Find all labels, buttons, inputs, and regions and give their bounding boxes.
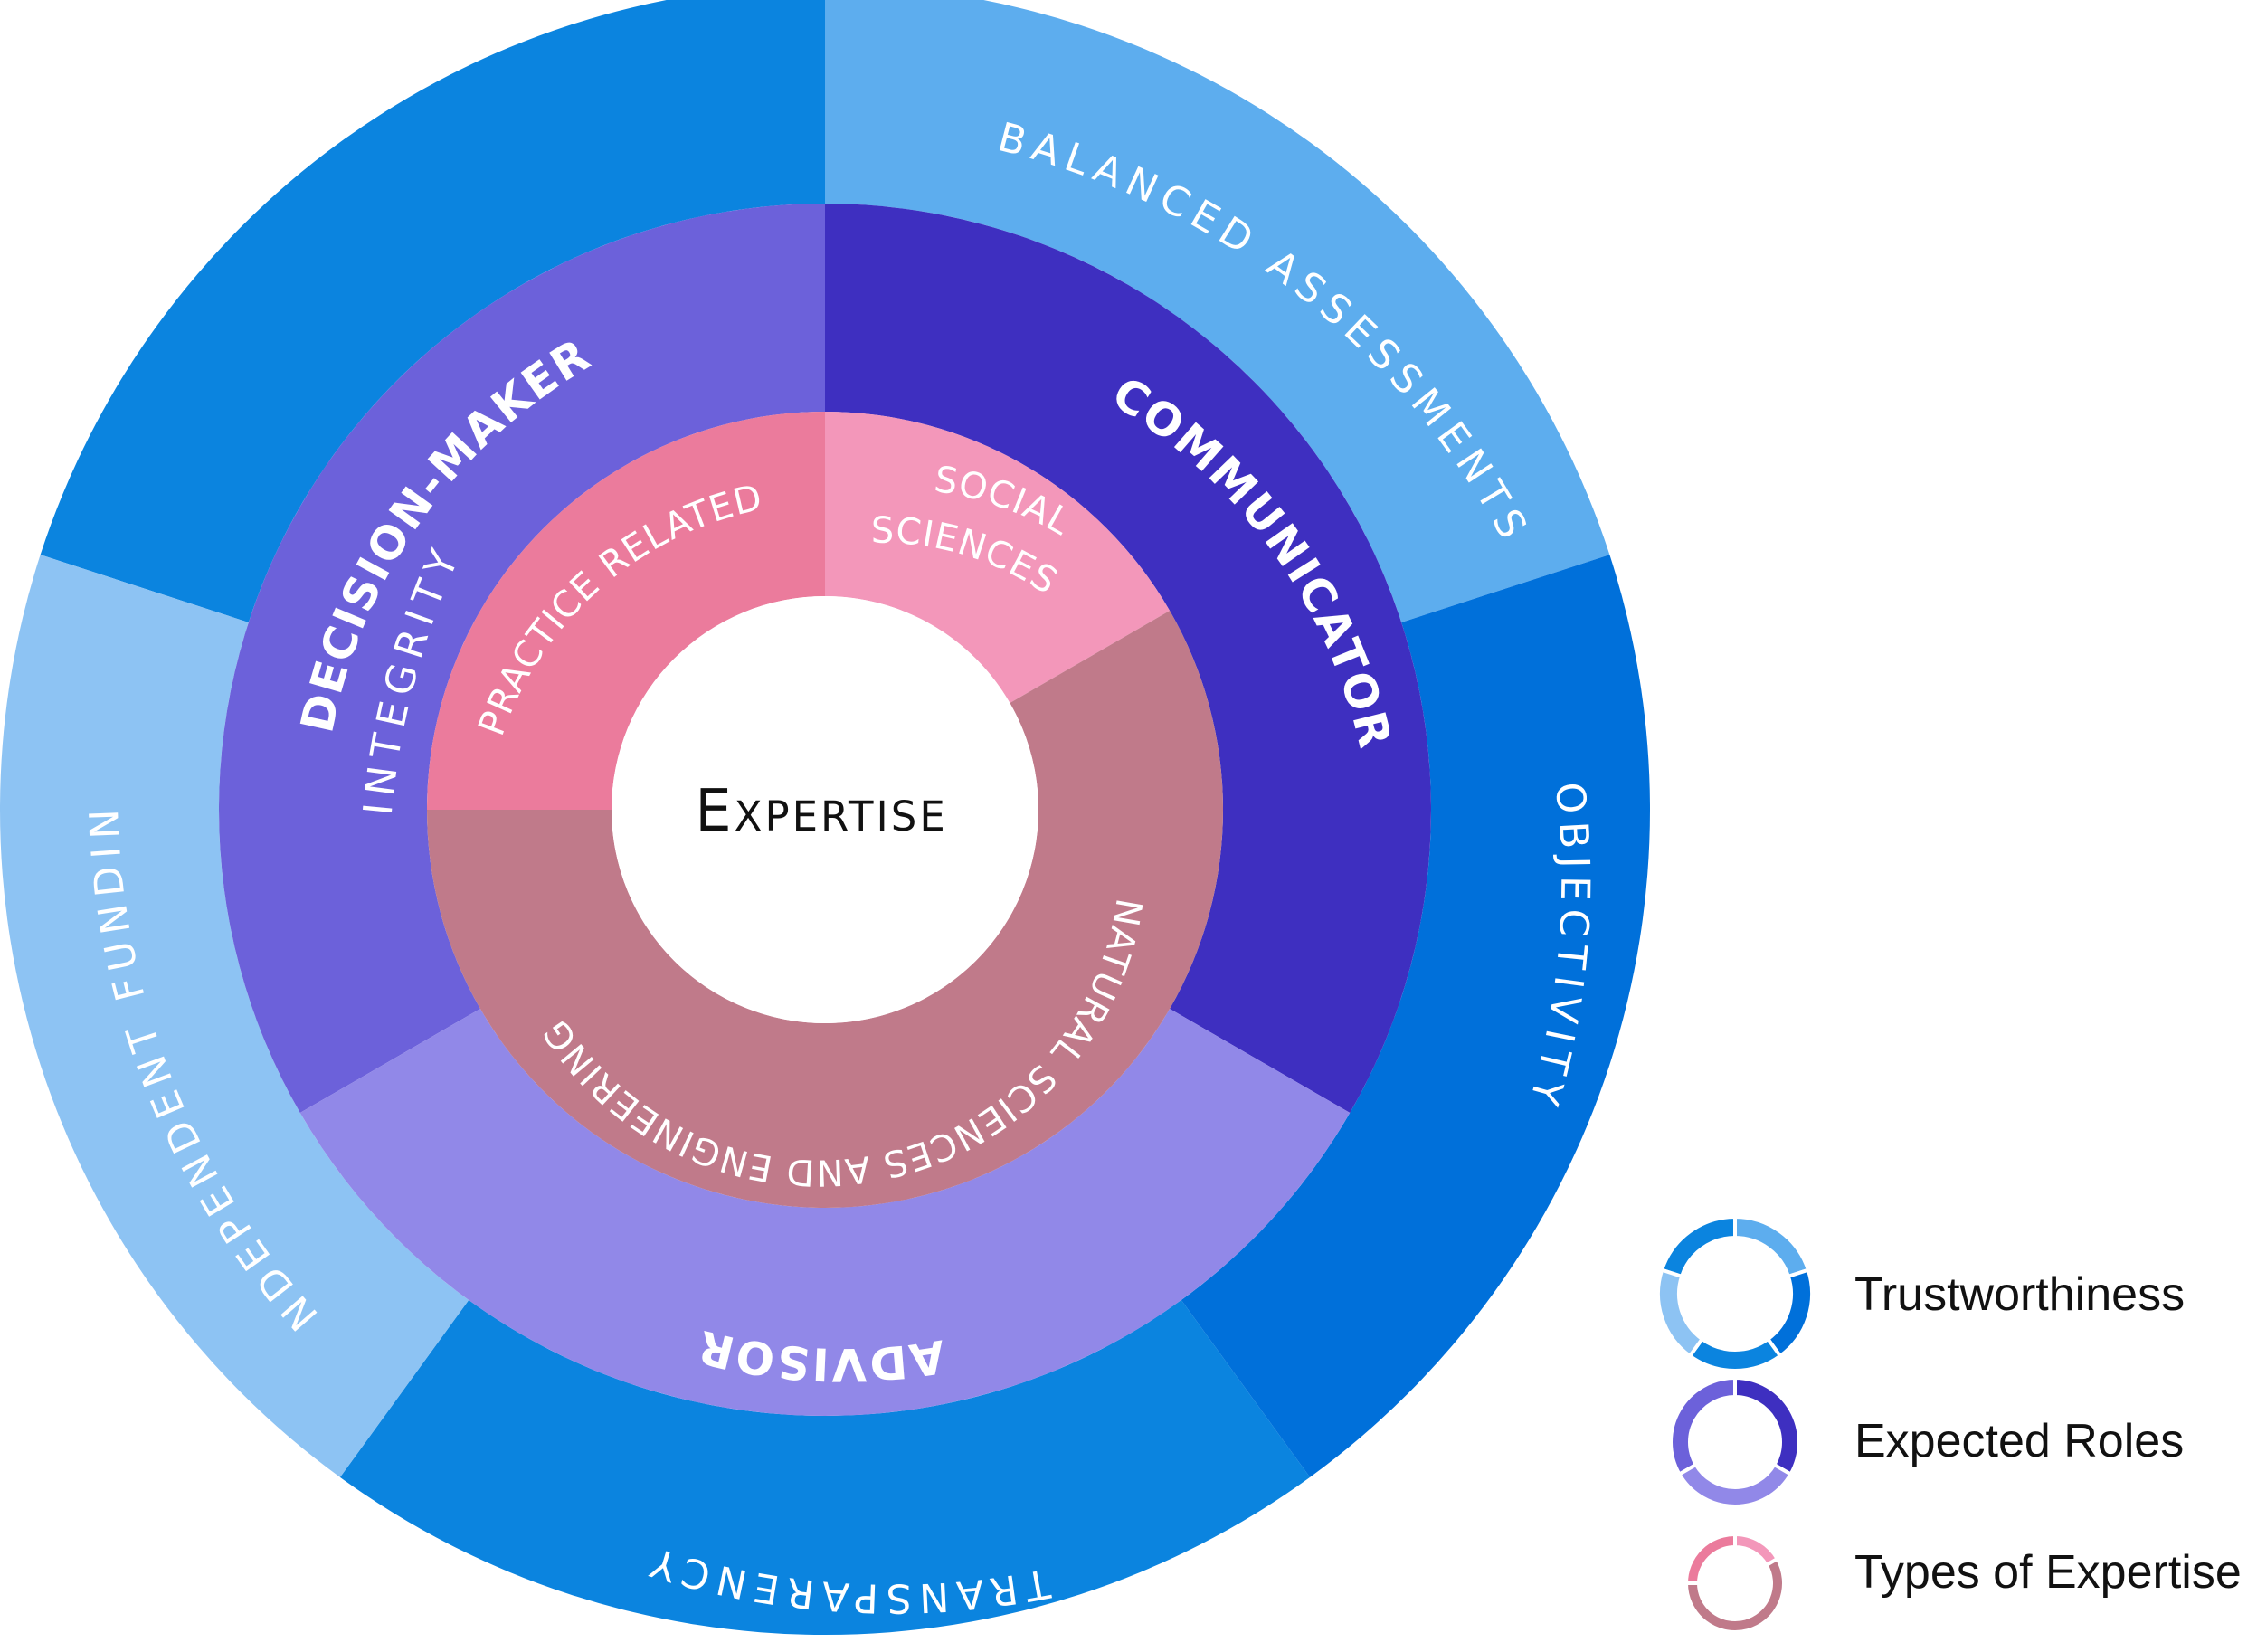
trustworthiness-ring-icon <box>1656 1214 1814 1373</box>
segment-practice-related <box>427 412 825 810</box>
center-circle <box>612 596 1038 1023</box>
segment-decision-maker <box>218 204 825 1113</box>
segment-advisor <box>299 1009 1351 1416</box>
legend-label-expected-roles: Expected Roles <box>1854 1415 2184 1467</box>
legend-icons <box>1656 1214 1814 1634</box>
segment-communicator <box>825 204 1431 1113</box>
types-of-expertise-ring-icon <box>1683 1532 1786 1634</box>
segment-integrity <box>40 0 825 622</box>
legend-label-types-of-expertise: Types of Expertise <box>1854 1546 2242 1599</box>
center-label: Expertise <box>695 778 948 845</box>
segment-independent-funding <box>0 555 469 1477</box>
segment-social <box>825 412 1171 703</box>
segment-objectivity <box>1181 555 1650 1477</box>
legend-label-trustworthiness: Trustworthiness <box>1854 1268 2185 1321</box>
segment-transparency <box>339 1300 1311 1635</box>
expected-roles-ring-icon <box>1669 1375 1801 1509</box>
segment-natural-sciences-and-engineering <box>427 611 1223 1209</box>
segment-balanced-assessments <box>825 0 1610 622</box>
legend: Trustworthiness Expected Roles Types of … <box>1656 1214 2242 1634</box>
diagram-rings <box>0 0 1650 1635</box>
